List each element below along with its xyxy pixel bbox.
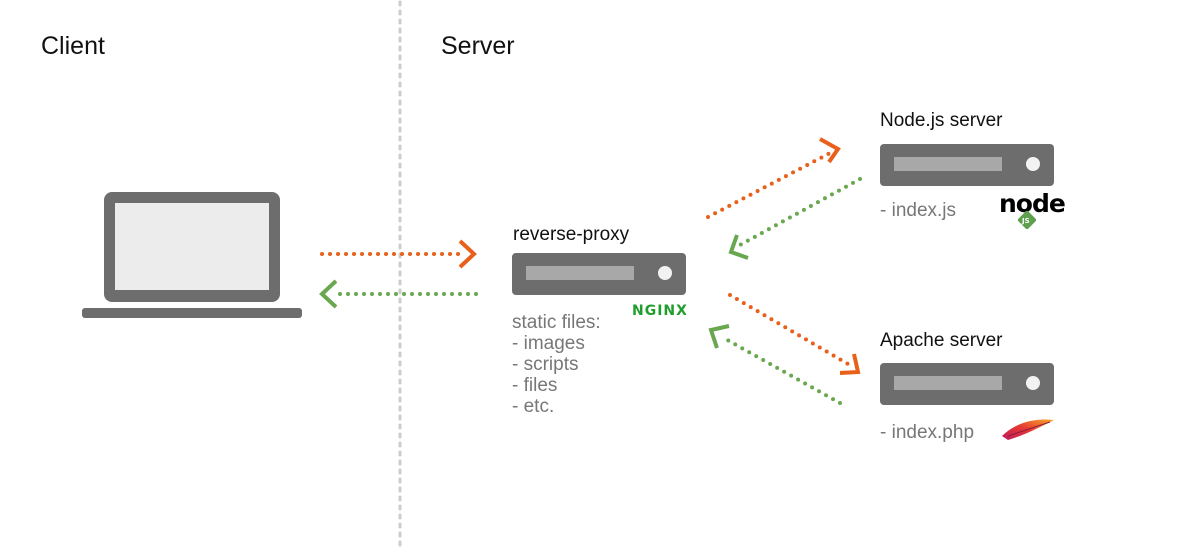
node-server-title: Node.js server (880, 110, 1003, 131)
node-response-arrowhead-icon (728, 234, 749, 260)
client-heading: Client (41, 32, 105, 60)
server-bar (894, 376, 1002, 390)
reverse-proxy-title: reverse-proxy (513, 224, 630, 245)
server-power-light (1026, 376, 1040, 390)
proxy-note-3: - files (512, 375, 558, 396)
laptop-icon (82, 192, 302, 318)
proxy-note-0: static files: (512, 312, 601, 333)
server-bar (894, 157, 1002, 171)
reverse-proxy-server (512, 253, 686, 295)
proxy-note-4: - etc. (512, 396, 555, 417)
apache-request-arrowhead-icon (839, 353, 861, 375)
node-response-arrow-line (738, 177, 862, 247)
node-server (880, 144, 1054, 186)
apache-feather-logo (1002, 419, 1054, 440)
apache-response-arrow-line (720, 335, 842, 405)
nodejs-badge-text: JS (1022, 217, 1030, 225)
node-server-file: - index.js (880, 200, 957, 221)
client-response-arrowhead-icon (319, 279, 338, 309)
server-heading: Server (441, 32, 515, 60)
apache-server-title: Apache server (880, 330, 1003, 351)
node-request-arrowhead-icon (819, 137, 841, 164)
server-power-light (658, 266, 672, 280)
nginx-logo: NGINX (632, 303, 688, 319)
proxy-note-1: - images (512, 333, 585, 354)
client-request-arrowhead-icon (458, 239, 477, 269)
proxy-note-2: - scripts (512, 354, 579, 375)
apache-server (880, 363, 1054, 405)
apache-request-arrow-line (728, 293, 850, 366)
server-power-light (1026, 157, 1040, 171)
node-request-arrow-line (706, 150, 834, 219)
nodejs-logo: node (999, 189, 1066, 218)
apache-response-arrowhead-icon (708, 324, 730, 349)
apache-server-file: - index.php (880, 422, 975, 443)
server-bar (526, 266, 634, 280)
